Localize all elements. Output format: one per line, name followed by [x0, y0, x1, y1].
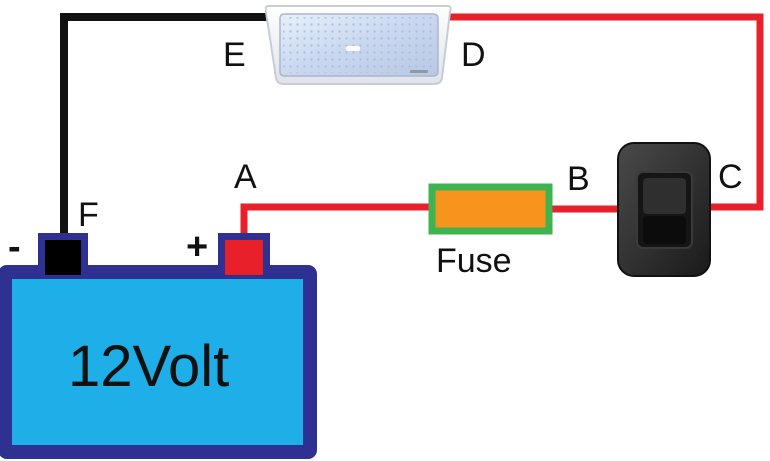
negative-sign: -: [8, 226, 21, 268]
point-f-label: F: [78, 196, 99, 234]
positive-terminal-post: [225, 240, 263, 275]
positive-sign: +: [186, 226, 209, 268]
point-d-label: D: [461, 36, 486, 74]
battery-label: 12Volt: [68, 334, 230, 399]
point-c-label: C: [718, 158, 743, 196]
point-a-label: A: [234, 158, 257, 196]
point-b-label: B: [567, 160, 590, 198]
lamp-to-switch-wire: [440, 13, 764, 211]
led-dome-light-icon: [264, 5, 452, 85]
rocker-switch-icon: [617, 142, 711, 277]
fuse-body: [428, 183, 553, 235]
negative-wire: [60, 13, 270, 248]
point-e-label: E: [223, 36, 246, 74]
battery-to-fuse-wire: [240, 203, 434, 240]
negative-terminal-post: [45, 240, 81, 275]
fuse-label: Fuse: [436, 242, 512, 280]
battery-body: [0, 265, 317, 459]
